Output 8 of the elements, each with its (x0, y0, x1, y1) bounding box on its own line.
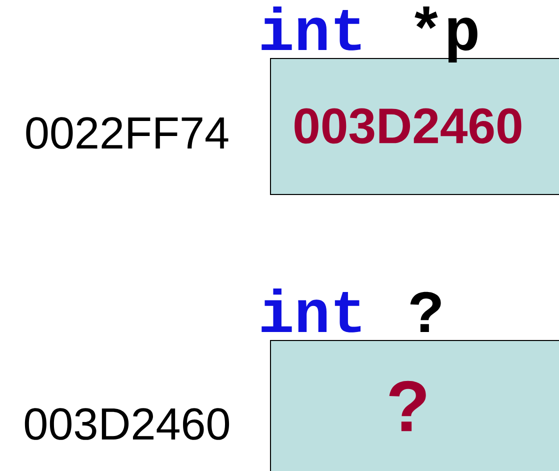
stored-value: ? (389, 380, 426, 432)
variable-name: *p (414, 6, 478, 62)
memory-address: 003D2460 (24, 408, 230, 440)
type-keyword: int (262, 288, 361, 332)
stored-value: 003D2460 (294, 108, 522, 144)
type-keyword: int (262, 6, 361, 50)
memory-address: 0022FF74 (26, 117, 228, 149)
variable-name: ? (410, 292, 441, 332)
